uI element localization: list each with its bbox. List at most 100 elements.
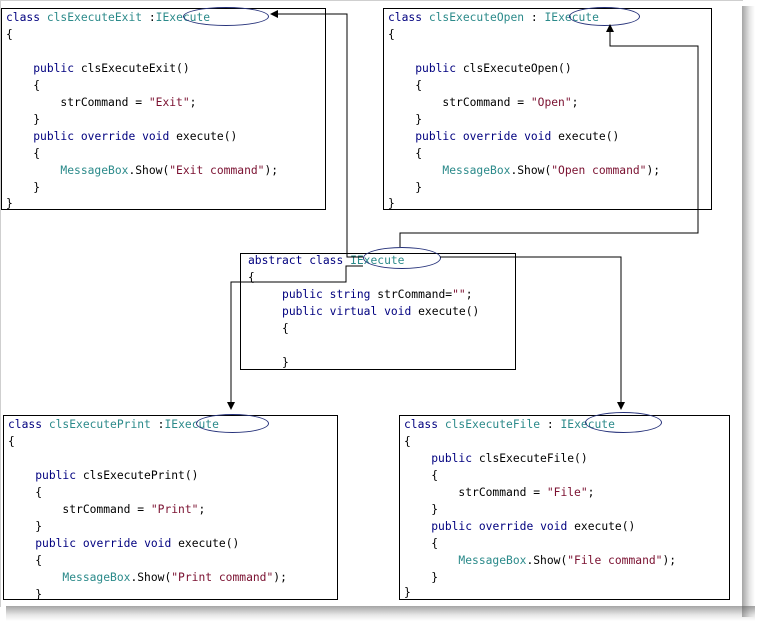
brace: { xyxy=(35,554,43,567)
messagebox-type: MessageBox xyxy=(458,554,527,567)
colon: : xyxy=(546,418,554,431)
statement-end: ; xyxy=(189,96,197,109)
void-keyword: void xyxy=(144,537,172,550)
public-keyword: public xyxy=(431,452,473,465)
messagebox-type: MessageBox xyxy=(60,164,129,177)
method-signature: public virtual void execute() xyxy=(248,303,479,320)
class-box-iexecute: abstract class IExecute { public string … xyxy=(240,247,516,371)
assignment-lhs: strCommand = xyxy=(62,503,151,516)
brace: { xyxy=(282,322,289,335)
brace: { xyxy=(431,469,439,482)
constructor-signature: public clsExecuteFile() xyxy=(404,450,587,467)
constructor-name: clsExecuteExit() xyxy=(80,62,190,75)
brace: } xyxy=(415,113,423,126)
brace: } xyxy=(431,571,439,584)
method-open-brace: { xyxy=(6,145,40,162)
colon: : xyxy=(148,11,156,24)
base-class-highlight-oval xyxy=(196,414,269,433)
method-signature: public override void execute() xyxy=(404,518,635,535)
class-keyword: class xyxy=(404,418,439,431)
messagebox-call: MessageBox.Show("Open command"); xyxy=(388,162,660,179)
constructor-signature: public clsExecuteExit() xyxy=(6,60,190,77)
class-keyword: class xyxy=(309,254,344,267)
show-method: .Show( xyxy=(526,554,568,567)
string-literal: "" xyxy=(452,288,466,301)
method-signature: public override void execute() xyxy=(388,128,619,145)
messagebox-type: MessageBox xyxy=(62,571,131,584)
statement-end: ; xyxy=(465,288,473,301)
brace: } xyxy=(35,588,43,601)
assignment-statement: strCommand = "Open"; xyxy=(388,94,578,111)
string-literal: "Open command" xyxy=(551,164,647,177)
constructor-open-brace: { xyxy=(8,484,42,501)
method-name: execute() xyxy=(574,520,636,533)
close-brace: } xyxy=(404,586,411,599)
class-name: clsExecutePrint xyxy=(48,418,151,431)
messagebox-call: MessageBox.Show("File command"); xyxy=(404,552,676,569)
open-brace: { xyxy=(8,435,15,448)
brace: { xyxy=(35,486,43,499)
messagebox-type: MessageBox xyxy=(442,164,511,177)
method-close-brace: } xyxy=(388,179,422,196)
method-close-brace: } xyxy=(6,179,40,196)
method-close-brace: } xyxy=(404,569,438,586)
string-keyword: string xyxy=(329,288,371,301)
open-brace: { xyxy=(388,28,395,41)
method-close-brace: } xyxy=(248,354,289,371)
string-literal: "File command" xyxy=(567,554,663,567)
string-literal: "Exit command" xyxy=(169,164,265,177)
method-open-brace: { xyxy=(8,552,42,569)
method-name: execute() xyxy=(178,537,240,550)
statement-end: ; xyxy=(571,96,579,109)
constructor-signature: public clsExecutePrint() xyxy=(8,467,198,484)
public-keyword: public xyxy=(282,288,323,301)
method-open-brace: { xyxy=(248,320,289,337)
brace: } xyxy=(415,181,423,194)
call-end: ); xyxy=(264,164,279,177)
colon: : xyxy=(157,418,165,431)
method-open-brace: { xyxy=(404,535,438,552)
brace: } xyxy=(33,181,41,194)
string-literal: "Exit" xyxy=(148,96,190,109)
public-keyword: public xyxy=(33,130,75,143)
void-keyword: void xyxy=(142,130,170,143)
call-end: ); xyxy=(273,571,287,584)
arrow-to-print-base xyxy=(227,265,363,410)
class-keyword: class xyxy=(6,11,41,24)
constructor-open-brace: { xyxy=(6,77,40,94)
brace: } xyxy=(33,113,41,126)
brace: } xyxy=(35,520,43,533)
string-literal: "Open" xyxy=(530,96,572,109)
method-signature: public override void execute() xyxy=(6,128,237,145)
field-declaration: public string strCommand=""; xyxy=(248,286,473,303)
void-keyword: void xyxy=(524,130,552,143)
arrow-to-open-base xyxy=(399,24,699,247)
assignment-statement: strCommand = "Print"; xyxy=(8,501,205,518)
assignment-lhs: strCommand = xyxy=(60,96,149,109)
open-brace: { xyxy=(6,28,13,41)
constructor-close-brace: } xyxy=(404,501,438,518)
brace: { xyxy=(415,147,423,160)
brace: } xyxy=(282,356,289,369)
constructor-close-brace: } xyxy=(6,111,40,128)
override-keyword: override xyxy=(80,130,136,143)
void-keyword: void xyxy=(540,520,568,533)
show-method: .Show( xyxy=(510,164,552,177)
brace: { xyxy=(33,79,41,92)
open-brace: { xyxy=(404,435,411,448)
public-keyword: public xyxy=(33,62,75,75)
brace: { xyxy=(431,537,439,550)
constructor-name: clsExecuteOpen() xyxy=(462,62,572,75)
page-shadow-right xyxy=(742,6,755,617)
messagebox-call: MessageBox.Show("Exit command"); xyxy=(6,162,278,179)
colon: : xyxy=(530,11,538,24)
show-method: .Show( xyxy=(130,571,172,584)
show-method: .Show( xyxy=(128,164,170,177)
class-keyword: class xyxy=(388,11,423,24)
constructor-close-brace: } xyxy=(8,518,42,535)
method-name: execute() xyxy=(176,130,238,143)
close-brace: } xyxy=(6,197,13,210)
method-name: execute() xyxy=(558,130,620,143)
public-keyword: public xyxy=(35,537,77,550)
